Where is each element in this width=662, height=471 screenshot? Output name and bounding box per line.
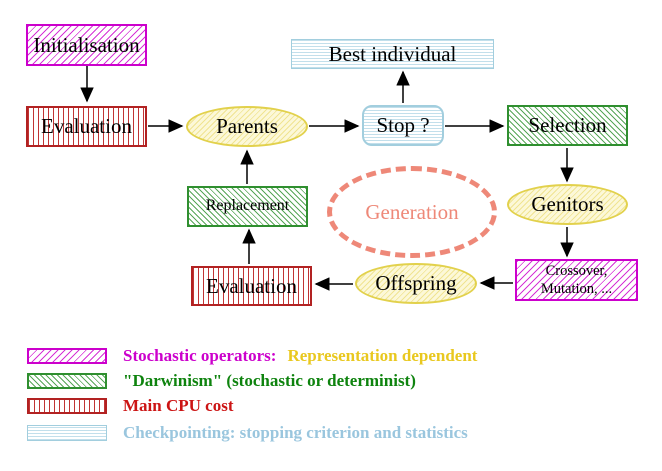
generation-loop-ellipse: Generation — [327, 166, 497, 258]
node-evaluation-bottom: Evaluation — [191, 266, 312, 306]
generation-label: Generation — [365, 199, 459, 224]
node-evaluation-top: Evaluation — [26, 106, 147, 147]
legend-swatch-checkpointing-icon — [27, 425, 107, 441]
legend-item-stochastic-operators: Stochastic operators: Representation depe… — [123, 346, 477, 366]
node-best-individual: Best individual — [291, 39, 494, 69]
node-genitors: Genitors — [507, 184, 628, 225]
node-initialisation: Initialisation — [26, 24, 147, 66]
node-parents: Parents — [186, 106, 308, 147]
crossover-line1: Crossover, — [545, 262, 608, 279]
legend-item-cpu-cost: Main CPU cost — [123, 396, 234, 415]
legend-swatch-cpu-cost-icon — [27, 398, 107, 414]
legend-label-representation: Representation dependent — [287, 346, 478, 365]
legend-swatch-darwinism-icon — [27, 373, 107, 389]
node-crossover-mutation: Crossover, Mutation, ... — [515, 259, 638, 301]
legend-swatch-stochastic-operators-icon — [27, 348, 107, 364]
node-offspring: Offspring — [355, 263, 477, 304]
node-stop: Stop ? — [362, 105, 444, 146]
node-selection: Selection — [507, 105, 628, 146]
legend-item-darwinism: "Darwinism" (stochastic or determinist) — [123, 371, 416, 390]
node-replacement: Replacement — [187, 186, 308, 227]
crossover-line2: Mutation, ... — [540, 281, 613, 297]
legend-item-checkpointing: Checkpointing: stopping criterion and st… — [123, 423, 468, 442]
legend-label-stochastic: Stochastic operators: — [123, 346, 277, 365]
